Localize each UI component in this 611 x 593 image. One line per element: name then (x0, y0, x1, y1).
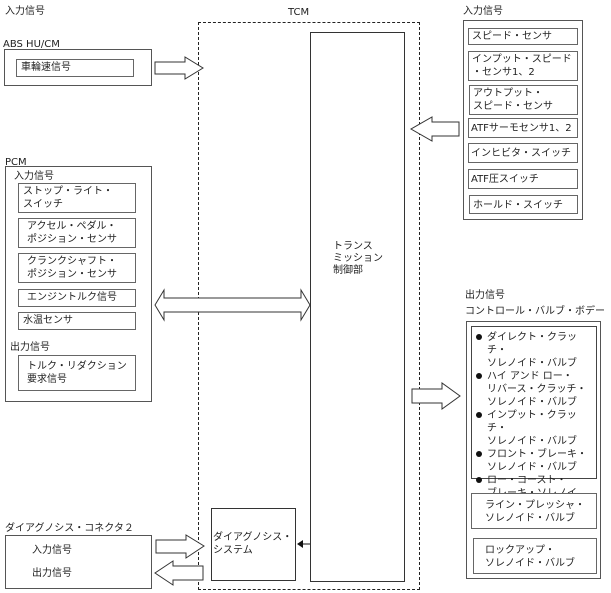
abs-label: ABS HU/CM (3, 39, 60, 50)
transmission-control-box: トランス ミッション 制御部 (310, 32, 405, 582)
valve-body-label: コントロール・バルブ・ボデー (465, 306, 605, 317)
diag-connector-output: 出力信号 (32, 568, 72, 579)
diag-connector-box: 入力信号 出力信号 (5, 535, 152, 589)
pcm-input-water-temp: 水温センサ (18, 312, 136, 330)
diag-input-arrow (155, 534, 205, 559)
pcm-output-label: 出力信号 (10, 342, 50, 353)
right-input-atf-pressure-switch: ATF圧スイッチ (468, 169, 578, 189)
transmission-control-label: トランス ミッション 制御部 (333, 241, 383, 276)
left-input-header: 入力信号 (5, 6, 45, 17)
solenoid-item-high-low-reverse-clutch: ハイ アンド ロー・ リバース・クラッチ・ ソレノイド・バルブ (476, 370, 594, 409)
abs-signal-wheel-speed: 車輪速信号 (16, 59, 134, 77)
diag-connector-input: 入力信号 (32, 545, 72, 556)
right-input-input-speed-sensor: インプット・スピード ・センサ1、2 (468, 51, 578, 81)
pcm-module-box: 入力信号 ストップ・ライト・ スイッチ アクセル・ペダル・ ポジション・センサ … (5, 166, 152, 402)
diag-system-label: ダイアグノシス・ システム (213, 532, 293, 556)
right-input-hold-switch: ホールド・スイッチ (469, 195, 578, 214)
abs-to-tcm-arrow (154, 56, 204, 80)
diag-system-box: ダイアグノシス・ システム (211, 508, 296, 581)
pcm-output-torque-reduction: トルク・リダクション 要求信号 (18, 355, 136, 391)
solenoid-item-input-clutch: インプット・クラッチ・ ソレノイド・バルブ (476, 409, 594, 448)
right-input-speed-sensor: スピード・センサ (468, 28, 578, 45)
solenoid-label: ダイレクト・クラッチ・ ソレノイド・バルブ (487, 332, 577, 369)
right-input-inhibitor-switch: インヒビタ・スイッチ (468, 143, 578, 163)
right-output-header: 出力信号 (465, 290, 505, 301)
pcm-input-engine-torque: エンジントルク信号 (18, 289, 136, 307)
abs-module-box: 車輪速信号 (4, 49, 152, 86)
solenoid-label: ハイ アンド ロー・ リバース・クラッチ・ ソレノイド・バルブ (487, 371, 587, 408)
diag-output-arrow (154, 560, 204, 586)
right-input-header: 入力信号 (463, 6, 503, 17)
solenoid-label: インプット・クラッチ・ ソレノイド・バルブ (487, 410, 577, 447)
lockup-solenoid-box: ロックアップ・ ソレノイド・バルブ (473, 538, 597, 574)
pcm-input-accel-pedal: アクセル・ペダル・ ポジション・センサ (18, 218, 136, 248)
pcm-input-crankshaft: クランクシャフト・ ポジション・センサ (18, 253, 136, 283)
bullet-icon (476, 412, 482, 418)
bullet-icon (476, 451, 482, 457)
right-input-output-speed-sensor: アウトプット・ スピード・センサ (469, 85, 578, 115)
line-pressure-solenoid-box: ライン・プレッシャ・ ソレノイド・バルブ (471, 493, 597, 529)
pcm-input-label: 入力信号 (14, 171, 54, 182)
valve-body-box: ダイレクト・クラッチ・ ソレノイド・バルブ ハイ アンド ロー・ リバース・クラ… (466, 321, 601, 579)
pcm-label: PCM (5, 157, 27, 168)
pcm-input-stop-light: ストップ・ライト・ スイッチ (18, 183, 136, 213)
solenoid-label: フロント・ブレーキ・ ソレノイド・バルブ (487, 449, 587, 473)
solenoid-list-box: ダイレクト・クラッチ・ ソレノイド・バルブ ハイ アンド ロー・ リバース・クラ… (471, 326, 597, 525)
solenoid-item-front-brake: フロント・ブレーキ・ ソレノイド・バルブ (476, 448, 594, 474)
right-input-group: スピード・センサ インプット・スピード ・センサ1、2 アウトプット・ スピード… (463, 20, 583, 220)
bullet-icon (476, 334, 482, 340)
solenoid-item-direct-clutch: ダイレクト・クラッチ・ ソレノイド・バルブ (476, 331, 594, 370)
right-input-atf-thermo-sensor: ATFサーモセンサ1、2 (468, 118, 578, 138)
tcm-title: TCM (288, 7, 310, 18)
diag-connector-label: ダイアグノシス・コネクタ２ (5, 523, 134, 534)
bullet-icon (476, 477, 482, 483)
bullet-icon (476, 373, 482, 379)
